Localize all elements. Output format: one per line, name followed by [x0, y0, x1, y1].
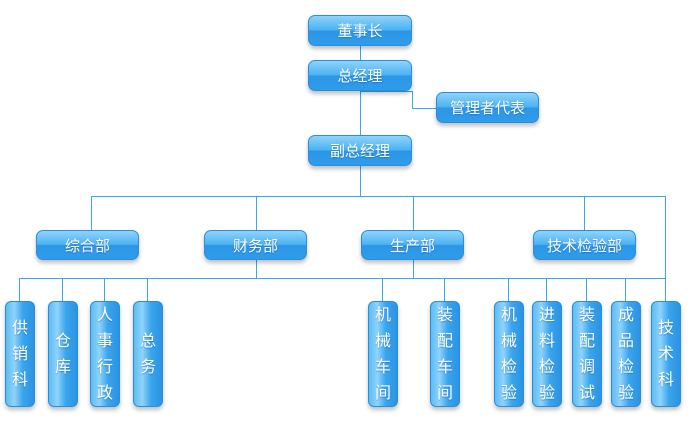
unit-label: 人事行政	[96, 305, 113, 402]
unit-node: 机械检验	[494, 301, 524, 407]
unit-label: 总务	[139, 331, 156, 376]
unit-node: 总务	[133, 301, 163, 407]
unit-label: 进料检验	[538, 305, 555, 402]
unit-label: 仓库	[54, 331, 71, 376]
unit-label: 机械车间	[374, 305, 391, 402]
unit-node: 装配车间	[430, 301, 460, 407]
unit-node: 进料检验	[532, 301, 562, 407]
department-node: 综合部	[36, 230, 139, 260]
department-node: 技术检验部	[533, 230, 636, 260]
unit-node: 仓库	[48, 301, 78, 407]
unit-label: 装配调试	[578, 305, 595, 402]
department-node: 生产部	[361, 230, 464, 260]
unit-node: 供销科	[5, 301, 35, 407]
unit-node: 技术科	[651, 301, 681, 407]
unit-node: 装配调试	[572, 301, 602, 407]
deputy-general-manager-node: 副总经理	[308, 135, 412, 166]
unit-label: 机械检验	[500, 305, 517, 402]
unit-label: 装配车间	[436, 305, 453, 402]
unit-node: 成品检验	[611, 301, 641, 407]
management-representative-node: 管理者代表	[436, 92, 539, 123]
unit-label: 成品检验	[617, 305, 634, 402]
unit-label: 供销科	[11, 318, 28, 389]
unit-label: 技术科	[657, 318, 674, 389]
unit-node: 机械车间	[368, 301, 398, 407]
general-manager-node: 总经理	[308, 60, 412, 91]
unit-node: 人事行政	[90, 301, 120, 407]
chairman-node: 董事长	[308, 15, 412, 46]
department-node: 财务部	[204, 230, 307, 260]
